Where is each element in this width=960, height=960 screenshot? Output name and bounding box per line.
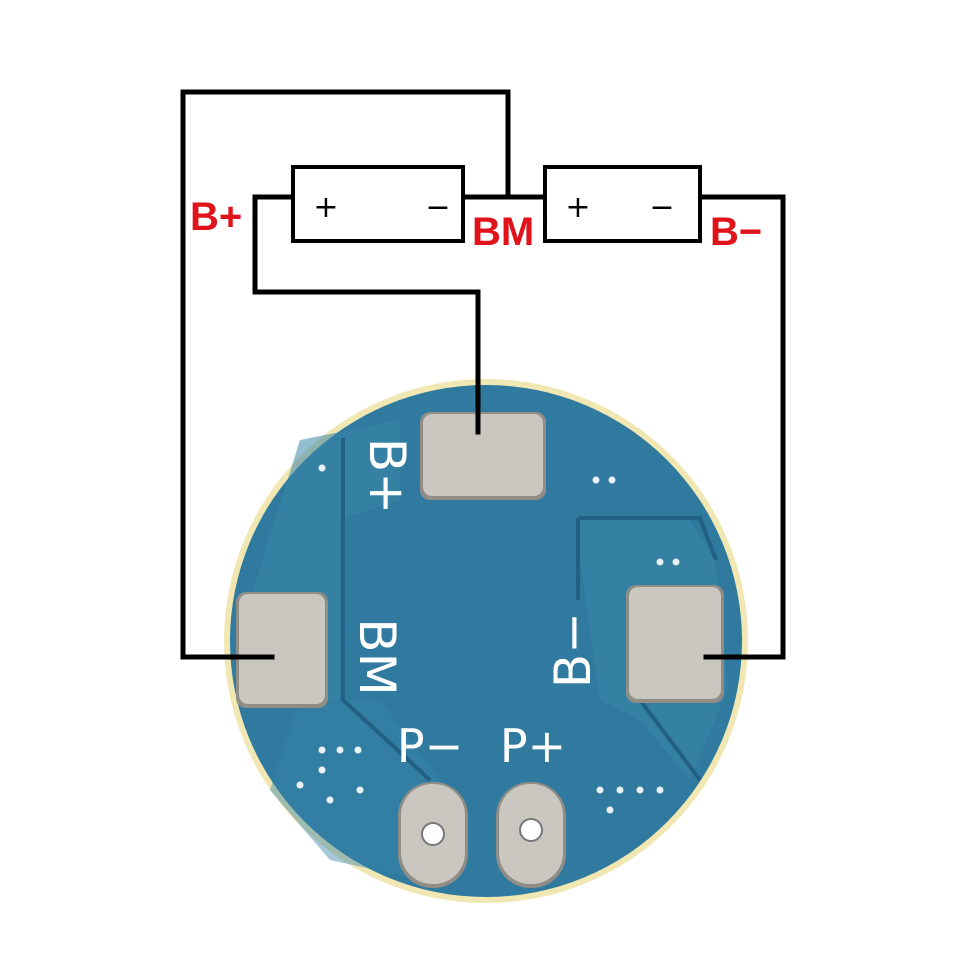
pad-b-plus[interactable] [420, 412, 546, 500]
pad-p-plus[interactable] [496, 782, 566, 888]
via [318, 464, 326, 472]
via [356, 786, 364, 794]
via [592, 476, 600, 484]
wire-b-minus-to-pad [697, 194, 786, 660]
via [596, 786, 604, 794]
pad-p-minus[interactable] [398, 782, 468, 888]
via [636, 786, 644, 794]
via [296, 781, 304, 789]
cell-2-plus-symbol: + [565, 190, 590, 225]
trace-line-1 [341, 438, 432, 782]
label-bm: BM [472, 210, 534, 254]
wire-b-plus-to-pad [252, 194, 481, 435]
trace-line-2 [578, 516, 718, 561]
silk-bm: BM [348, 618, 406, 695]
via [616, 786, 624, 794]
battery-cell-2: + − [543, 165, 702, 243]
via [354, 746, 362, 754]
cell-1-plus-symbol: + [313, 190, 338, 225]
silk-b-plus: B+ [358, 438, 416, 514]
via [318, 766, 326, 774]
wires [180, 89, 786, 660]
cell-2-minus-symbol: − [649, 190, 674, 225]
via [656, 786, 664, 794]
via-group [296, 464, 680, 814]
via [672, 558, 680, 566]
trace-line-4 [638, 698, 702, 782]
via [608, 476, 616, 484]
via [606, 806, 614, 814]
cell-1-minus-symbol: − [425, 190, 450, 225]
battery-cell-1: + − [291, 165, 465, 243]
label-b-plus: B+ [190, 195, 242, 239]
via [336, 746, 344, 754]
silk-p-plus: P+ [500, 719, 566, 773]
pad-b-minus[interactable] [626, 585, 724, 703]
via [656, 558, 664, 566]
wire-bm-to-pad [180, 89, 511, 660]
pcb-board: B+ BM B− P− P+ [224, 379, 748, 903]
silk-b-minus: B− [544, 612, 602, 688]
label-b-minus: B− [710, 210, 762, 254]
via [326, 796, 334, 804]
via [318, 746, 326, 754]
trace-region-bottom [270, 700, 440, 880]
pad-bm[interactable] [236, 592, 328, 708]
silk-p-minus: P− [397, 719, 463, 773]
